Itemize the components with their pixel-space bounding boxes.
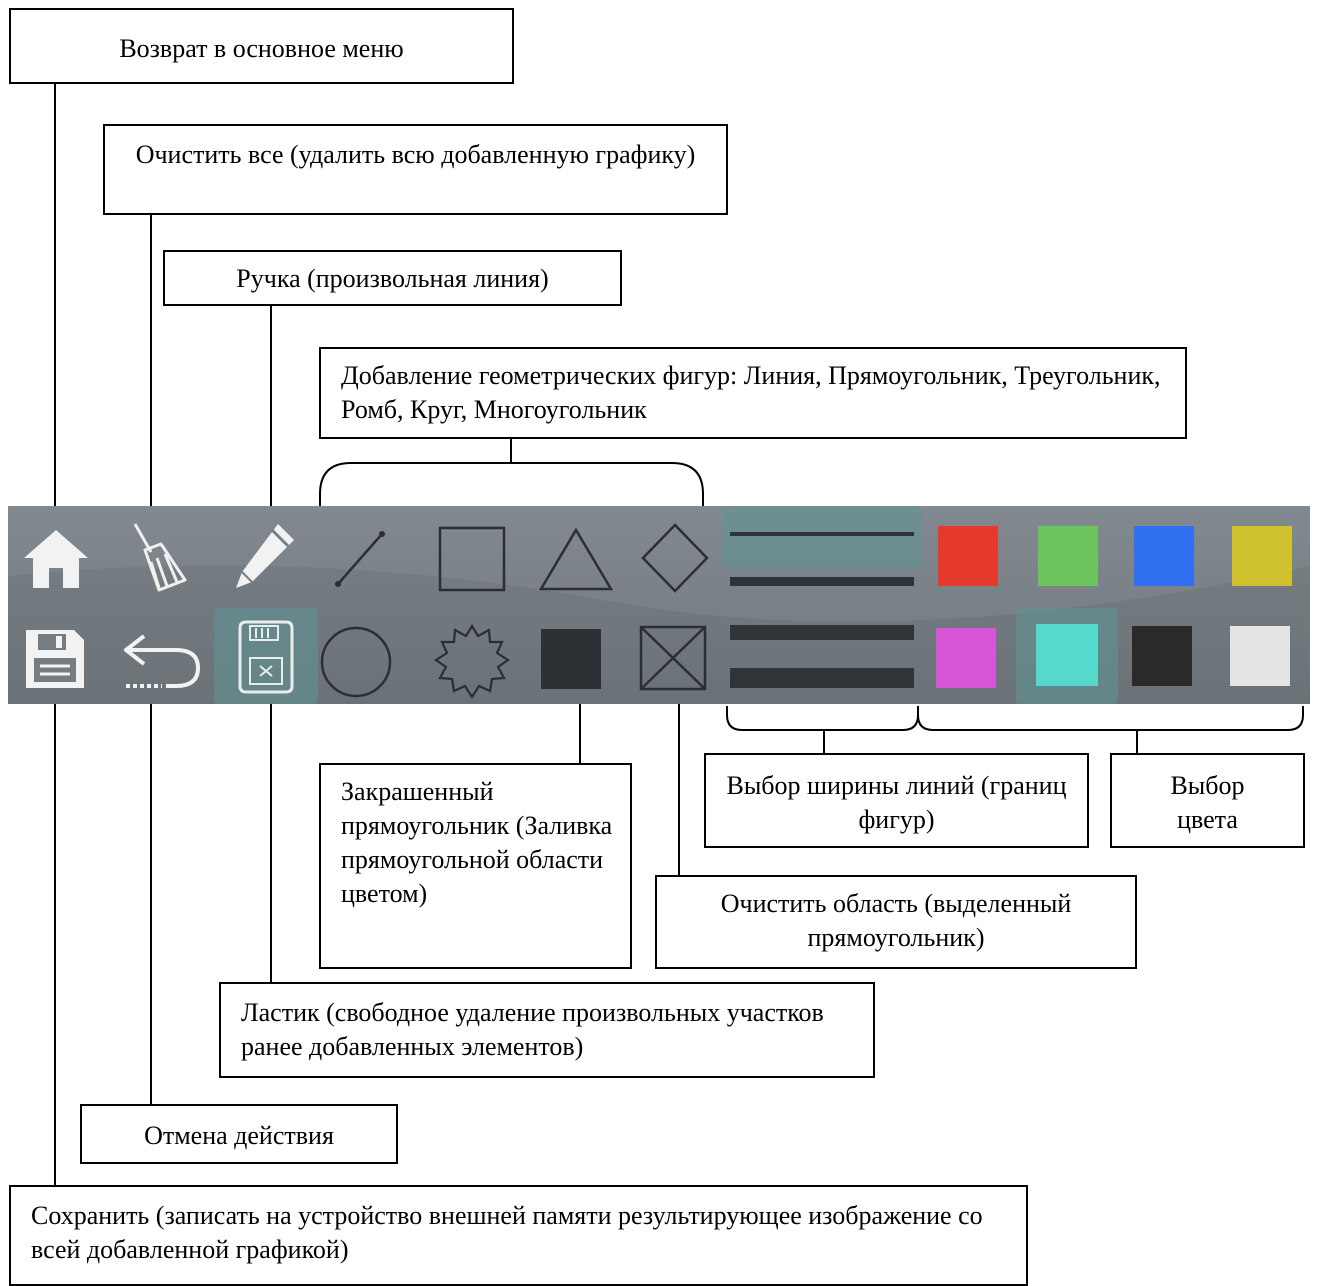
- callout-save: Сохранить (записать на устройство внешне…: [9, 1185, 1028, 1286]
- callout-color: Выбор цвета: [1110, 753, 1305, 848]
- callout-clear-area: Очистить область (выделенный прямоугольн…: [655, 875, 1137, 969]
- color-swatch-white[interactable]: [1230, 626, 1290, 686]
- eraser-icon: [238, 620, 294, 694]
- triangle-tool-button[interactable]: [538, 526, 614, 592]
- callout-clear-all-text: Очистить все (удалить всю добавленную гр…: [135, 140, 696, 169]
- callout-eraser-text: Ластик (свободное удаление произвольных …: [241, 998, 824, 1061]
- filled-rectangle-tool-button[interactable]: [540, 628, 602, 690]
- triangle-icon: [538, 527, 614, 591]
- callout-undo: Отмена действия: [80, 1104, 398, 1164]
- clear-area-icon: [639, 625, 707, 691]
- callout-clear-area-text: Очистить область (выделенный прямоугольн…: [720, 889, 1072, 952]
- callout-clear-all: Очистить все (удалить всю добавленную гр…: [103, 124, 728, 215]
- color-swatch-magenta[interactable]: [936, 628, 996, 688]
- clear-all-button[interactable]: [123, 520, 195, 594]
- save-button[interactable]: [22, 626, 88, 692]
- undo-icon: [124, 634, 201, 688]
- line-width-medium[interactable]: [730, 577, 914, 586]
- line-width-thin[interactable]: [730, 532, 914, 536]
- callout-filled-rectangle-text: Закрашенный прямоугольник (Заливка прямо…: [341, 777, 613, 908]
- home-icon: [24, 530, 88, 588]
- callout-shapes: Добавление геометрических фигур: Линия, …: [319, 347, 1187, 439]
- callout-eraser: Ластик (свободное удаление произвольных …: [219, 982, 875, 1078]
- line-width-thicker[interactable]: [730, 668, 914, 688]
- callout-color-text: Выбор цвета: [1170, 771, 1245, 834]
- line-tool-button[interactable]: [330, 526, 390, 592]
- callout-home-text: Возврат в основное меню: [119, 34, 404, 63]
- line-width-selected-highlight: [722, 506, 922, 568]
- line-width-thick[interactable]: [730, 625, 914, 640]
- color-swatch-cyan[interactable]: [1036, 624, 1098, 686]
- broom-icon: [133, 523, 187, 592]
- line-icon: [335, 531, 385, 587]
- callout-save-text: Сохранить (записать на устройство внешне…: [31, 1201, 983, 1264]
- home-button[interactable]: [22, 526, 90, 592]
- callout-line-width-text: Выбор ширины линий (границ фигур): [726, 771, 1067, 834]
- rhombus-tool-button[interactable]: [640, 522, 710, 594]
- eraser-selected-highlight: [214, 608, 318, 704]
- filled-rectangle-icon: [541, 629, 601, 689]
- rhombus-icon: [641, 523, 709, 593]
- rectangle-tool-button[interactable]: [437, 525, 507, 593]
- callout-home: Возврат в основное меню: [9, 8, 514, 84]
- clear-area-tool-button[interactable]: [638, 624, 708, 692]
- color-swatch-red[interactable]: [938, 526, 998, 586]
- save-icon: [26, 630, 84, 688]
- callout-line-width: Выбор ширины линий (границ фигур): [704, 753, 1089, 848]
- pencil-icon: [236, 524, 294, 588]
- color-swatch-black[interactable]: [1132, 626, 1192, 686]
- color-swatch-green[interactable]: [1038, 526, 1098, 586]
- callout-undo-text: Отмена действия: [144, 1121, 334, 1150]
- rectangle-icon: [438, 526, 506, 592]
- circle-icon: [320, 626, 392, 698]
- color-swatch-yellow[interactable]: [1232, 526, 1292, 586]
- callout-shapes-text: Добавление геометрических фигур: Линия, …: [341, 361, 1161, 424]
- callout-pen-text: Ручка (произвольная линия): [236, 264, 549, 293]
- callout-pen: Ручка (произвольная линия): [163, 250, 622, 306]
- undo-button[interactable]: [118, 630, 204, 692]
- callout-filled-rectangle: Закрашенный прямоугольник (Заливка прямо…: [319, 763, 632, 969]
- circle-tool-button[interactable]: [318, 624, 394, 700]
- color-swatch-blue[interactable]: [1134, 526, 1194, 586]
- eraser-button[interactable]: [236, 618, 296, 696]
- polygon-tool-button[interactable]: [432, 622, 512, 702]
- drawing-toolbar: [8, 506, 1310, 704]
- pen-button[interactable]: [230, 520, 298, 592]
- polygon-icon: [434, 623, 510, 700]
